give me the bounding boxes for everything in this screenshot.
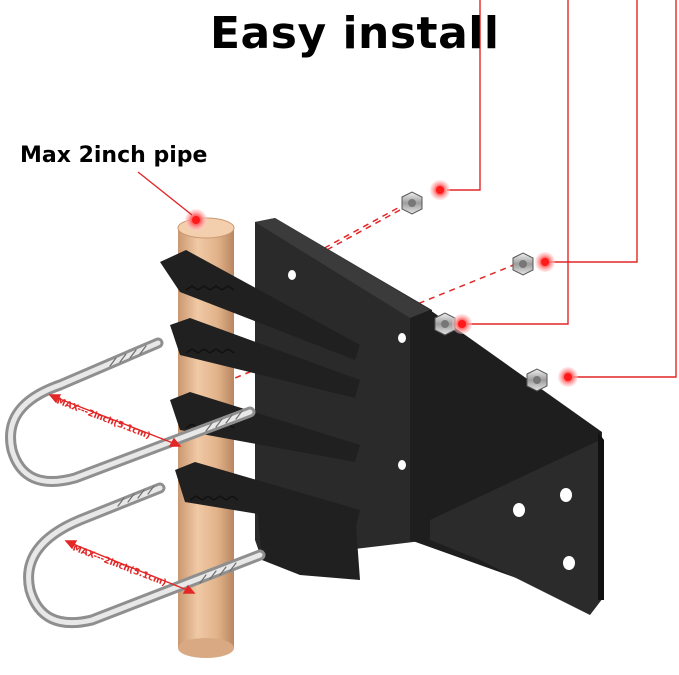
pipe-size-label: Max 2inch pipe xyxy=(20,143,208,168)
ubolt-size-label-2: MAX---2inch(5.1cm) xyxy=(71,543,168,588)
bracket-icon xyxy=(160,218,604,615)
pipe-label-leader xyxy=(137,171,193,216)
ubolt-size-label-1: MAX---2inch(5.1cm) xyxy=(55,396,152,441)
u-bolt-icon xyxy=(5,337,266,629)
measurement-arrows xyxy=(48,394,196,594)
callout-lines xyxy=(447,0,677,378)
page-title: Easy install xyxy=(210,8,500,59)
hex-nut-icon xyxy=(401,191,548,392)
